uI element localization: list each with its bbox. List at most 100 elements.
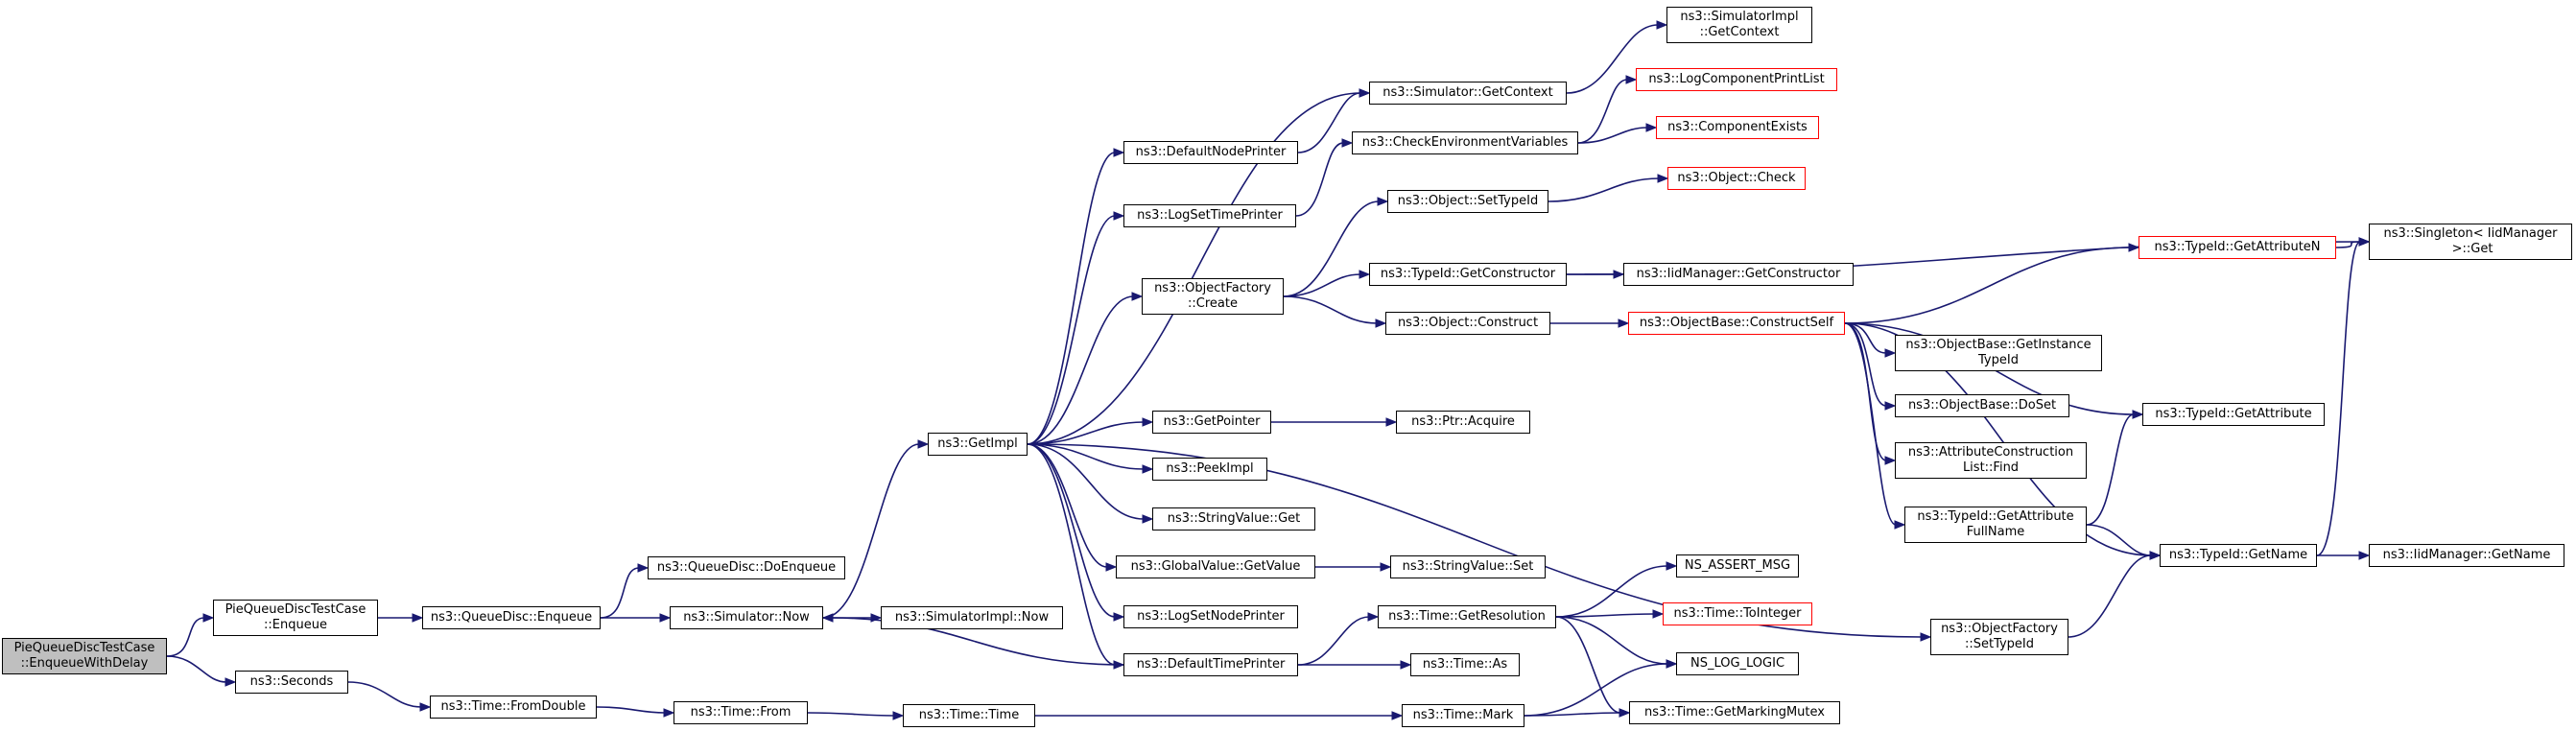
graph-node-singleton-get[interactable]: ns3::Singleton< IidManager >::Get xyxy=(2369,224,2572,260)
graph-node-check-env-vars[interactable]: ns3::CheckEnvironmentVariables xyxy=(1352,131,1578,154)
graph-node-time-as[interactable]: ns3::Time::As xyxy=(1410,653,1520,676)
graph-node-type-id-get-attribute-full-name[interactable]: ns3::TypeId::GetAttribute FullName xyxy=(1904,507,2087,543)
graph-edge-obj-factory-create-to-obj-set-type-id xyxy=(1283,200,1380,297)
graph-arrowhead-string-value-get xyxy=(1142,514,1154,524)
graph-arrowhead-seconds xyxy=(225,677,237,687)
graph-node-def-node-printer[interactable]: ns3::DefaultNodePrinter xyxy=(1123,141,1298,164)
graph-node-type-id-get-attribute[interactable]: ns3::TypeId::GetAttribute xyxy=(2142,403,2325,426)
graph-edge-obj-base-construct-self-to-type-id-get-attribute-n xyxy=(1844,247,2131,324)
graph-arrowhead-iid-get-name xyxy=(2358,551,2371,560)
graph-arrowhead-from-double xyxy=(419,702,432,712)
graph-node-seconds[interactable]: ns3::Seconds xyxy=(235,671,348,694)
graph-node-type-id-get-constructor[interactable]: ns3::TypeId::GetConstructor xyxy=(1369,263,1567,286)
graph-edge-root-to-seconds xyxy=(166,655,227,683)
graph-edge-get-impl-to-obj-factory-set-type-id xyxy=(1027,443,1923,638)
graph-node-obj-base-construct-self[interactable]: ns3::ObjectBase::ConstructSelf xyxy=(1628,312,1845,335)
graph-node-obj-base-do-set[interactable]: ns3::ObjectBase::DoSet xyxy=(1895,394,2069,417)
graph-node-qd-enqueue[interactable]: ns3::QueueDisc::Enqueue xyxy=(422,606,601,629)
graph-node-type-id-get-attribute-n[interactable]: ns3::TypeId::GetAttributeN xyxy=(2139,236,2336,259)
graph-node-obj-base-get-instance-type-id[interactable]: ns3::ObjectBase::GetInstance TypeId xyxy=(1895,335,2102,371)
graph-node-sim-impl-now[interactable]: ns3::SimulatorImpl::Now xyxy=(881,606,1063,629)
graph-edge-get-impl-to-def-time-printer xyxy=(1027,443,1116,666)
graph-node-time-from[interactable]: ns3::Time::From xyxy=(674,701,808,724)
graph-node-type-id-get-name[interactable]: ns3::TypeId::GetName xyxy=(2160,544,2317,567)
graph-edge-get-impl-to-def-node-printer xyxy=(1027,152,1116,445)
graph-arrowhead-obj-base-get-instance-type-id xyxy=(1884,348,1897,358)
graph-node-obj-set-type-id[interactable]: ns3::Object::SetTypeId xyxy=(1387,190,1548,213)
graph-node-sim-now[interactable]: ns3::Simulator::Now xyxy=(670,606,823,629)
graph-node-from-double[interactable]: ns3::Time::FromDouble xyxy=(430,696,597,719)
graph-node-string-value-set[interactable]: ns3::StringValue::Set xyxy=(1390,555,1546,578)
graph-edge-sim-now-to-get-impl xyxy=(822,443,920,619)
graph-arrowhead-obj-construct xyxy=(1375,318,1387,328)
graph-edge-get-resolution-to-get-marking-mutex xyxy=(1555,616,1621,714)
graph-arrowhead-obj-set-type-id xyxy=(1377,197,1389,206)
graph-node-ptr-acquire[interactable]: ns3::Ptr::Acquire xyxy=(1396,411,1530,434)
graph-edge-seconds-to-from-double xyxy=(347,681,422,708)
graph-node-obj-factory-create[interactable]: ns3::ObjectFactory ::Create xyxy=(1142,278,1284,315)
graph-edge-get-resolution-to-ns-log-logic xyxy=(1555,616,1668,665)
graph-arrowhead-ptr-acquire xyxy=(1385,417,1398,427)
graph-node-global-value-get-value[interactable]: ns3::GlobalValue::GetValue xyxy=(1116,555,1315,578)
graph-node-log-set-node-printer[interactable]: ns3::LogSetNodePrinter xyxy=(1123,605,1298,628)
graph-node-get-resolution[interactable]: ns3::Time::GetResolution xyxy=(1378,605,1556,628)
graph-arrowhead-ns-assert-msg xyxy=(1666,561,1678,571)
graph-node-sim-get-context[interactable]: ns3::Simulator::GetContext xyxy=(1369,82,1567,105)
graph-node-time-to-integer[interactable]: ns3::Time::ToInteger xyxy=(1663,602,1812,625)
graph-edge-time-mark-to-ns-log-logic xyxy=(1524,663,1668,717)
graph-node-root: PieQueueDiscTestCase ::EnqueueWithDelay xyxy=(2,638,167,674)
graph-node-obj-check[interactable]: ns3::Object::Check xyxy=(1667,167,1806,190)
graph-node-time-time[interactable]: ns3::Time::Time xyxy=(903,704,1035,727)
graph-node-get-impl[interactable]: ns3::GetImpl xyxy=(928,433,1028,456)
graph-arrowhead-get-resolution xyxy=(1367,612,1380,622)
graph-node-get-marking-mutex[interactable]: ns3::Time::GetMarkingMutex xyxy=(1629,701,1840,724)
graph-node-time-mark[interactable]: ns3::Time::Mark xyxy=(1402,704,1524,727)
graph-arrowhead-obj-factory-set-type-id xyxy=(1920,632,1932,642)
graph-edge-get-resolution-to-time-to-integer xyxy=(1555,613,1655,618)
graph-arrowhead-sim-impl-get-context xyxy=(1656,20,1668,30)
graph-arrowhead-obj-base-do-set xyxy=(1884,401,1897,411)
graph-node-obj-construct[interactable]: ns3::Object::Construct xyxy=(1385,312,1550,335)
graph-node-sim-impl-get-context[interactable]: ns3::SimulatorImpl ::GetContext xyxy=(1666,7,1812,43)
graph-node-attr-construction-list-find[interactable]: ns3::AttributeConstruction List::Find xyxy=(1895,442,2087,479)
graph-node-do-enqueue[interactable]: ns3::QueueDisc::DoEnqueue xyxy=(648,556,845,579)
graph-edge-qd-enqueue-to-do-enqueue xyxy=(600,567,640,619)
graph-node-string-value-get[interactable]: ns3::StringValue::Get xyxy=(1152,507,1315,531)
graph-edge-get-impl-to-sim-get-context xyxy=(1027,92,1361,445)
graph-arrowhead-enqueue xyxy=(202,613,215,623)
graph-edge-check-env-vars-to-log-comp-print-list xyxy=(1577,79,1628,144)
graph-arrowhead-log-comp-print-list xyxy=(1625,75,1638,84)
graph-arrowhead-check-env-vars xyxy=(1341,138,1354,148)
graph-edge-from-double-to-time-from xyxy=(596,706,666,714)
graph-edge-type-id-get-attribute-full-name-to-type-id-get-attribute xyxy=(2086,413,2135,526)
graph-node-obj-factory-set-type-id[interactable]: ns3::ObjectFactory ::SetTypeId xyxy=(1930,619,2068,655)
graph-edge-sim-get-context-to-sim-impl-get-context xyxy=(1566,24,1659,94)
graph-edge-get-impl-to-get-pointer xyxy=(1027,421,1145,445)
graph-node-def-time-printer[interactable]: ns3::DefaultTimePrinter xyxy=(1123,653,1298,676)
graph-arrowhead-ns-log-logic xyxy=(1666,659,1678,669)
graph-node-iid-get-constructor[interactable]: ns3::IidManager::GetConstructor xyxy=(1623,263,1854,286)
graph-edge-log-set-time-printer-to-check-env-vars xyxy=(1295,142,1344,217)
graph-edge-obj-factory-set-type-id-to-type-id-get-name xyxy=(2068,554,2152,638)
graph-node-ns-assert-msg[interactable]: NS_ASSERT_MSG xyxy=(1676,554,1799,578)
graph-arrowhead-qd-enqueue xyxy=(412,613,424,623)
graph-arrowhead-get-impl xyxy=(917,439,930,449)
graph-arrowhead-sim-now xyxy=(821,613,834,623)
graph-arrowhead-comp-exists xyxy=(1645,123,1658,132)
graph-node-enqueue[interactable]: PieQueueDiscTestCase ::Enqueue xyxy=(213,600,378,636)
graph-edge-get-resolution-to-ns-assert-msg xyxy=(1555,565,1668,618)
graph-node-comp-exists[interactable]: ns3::ComponentExists xyxy=(1656,116,1819,139)
graph-arrowhead-type-id-get-constructor xyxy=(1359,270,1371,279)
graph-edge-get-impl-to-string-value-get xyxy=(1027,443,1145,520)
graph-edge-type-id-get-name-to-singleton-get xyxy=(2316,241,2361,556)
graph-node-peek-impl[interactable]: ns3::PeekImpl xyxy=(1152,458,1267,481)
graph-edge-obj-set-type-id-to-obj-check xyxy=(1548,177,1660,202)
graph-node-log-comp-print-list[interactable]: ns3::LogComponentPrintList xyxy=(1636,68,1837,91)
graph-node-log-set-time-printer[interactable]: ns3::LogSetTimePrinter xyxy=(1123,204,1296,227)
graph-edge-time-mark-to-get-marking-mutex xyxy=(1524,712,1621,717)
graph-node-iid-get-name[interactable]: ns3::IidManager::GetName xyxy=(2369,544,2564,567)
graph-arrowhead-type-id-get-attribute xyxy=(2132,410,2144,419)
graph-node-get-pointer[interactable]: ns3::GetPointer xyxy=(1152,411,1271,434)
graph-node-ns-log-logic[interactable]: NS_LOG_LOGIC xyxy=(1676,652,1799,675)
